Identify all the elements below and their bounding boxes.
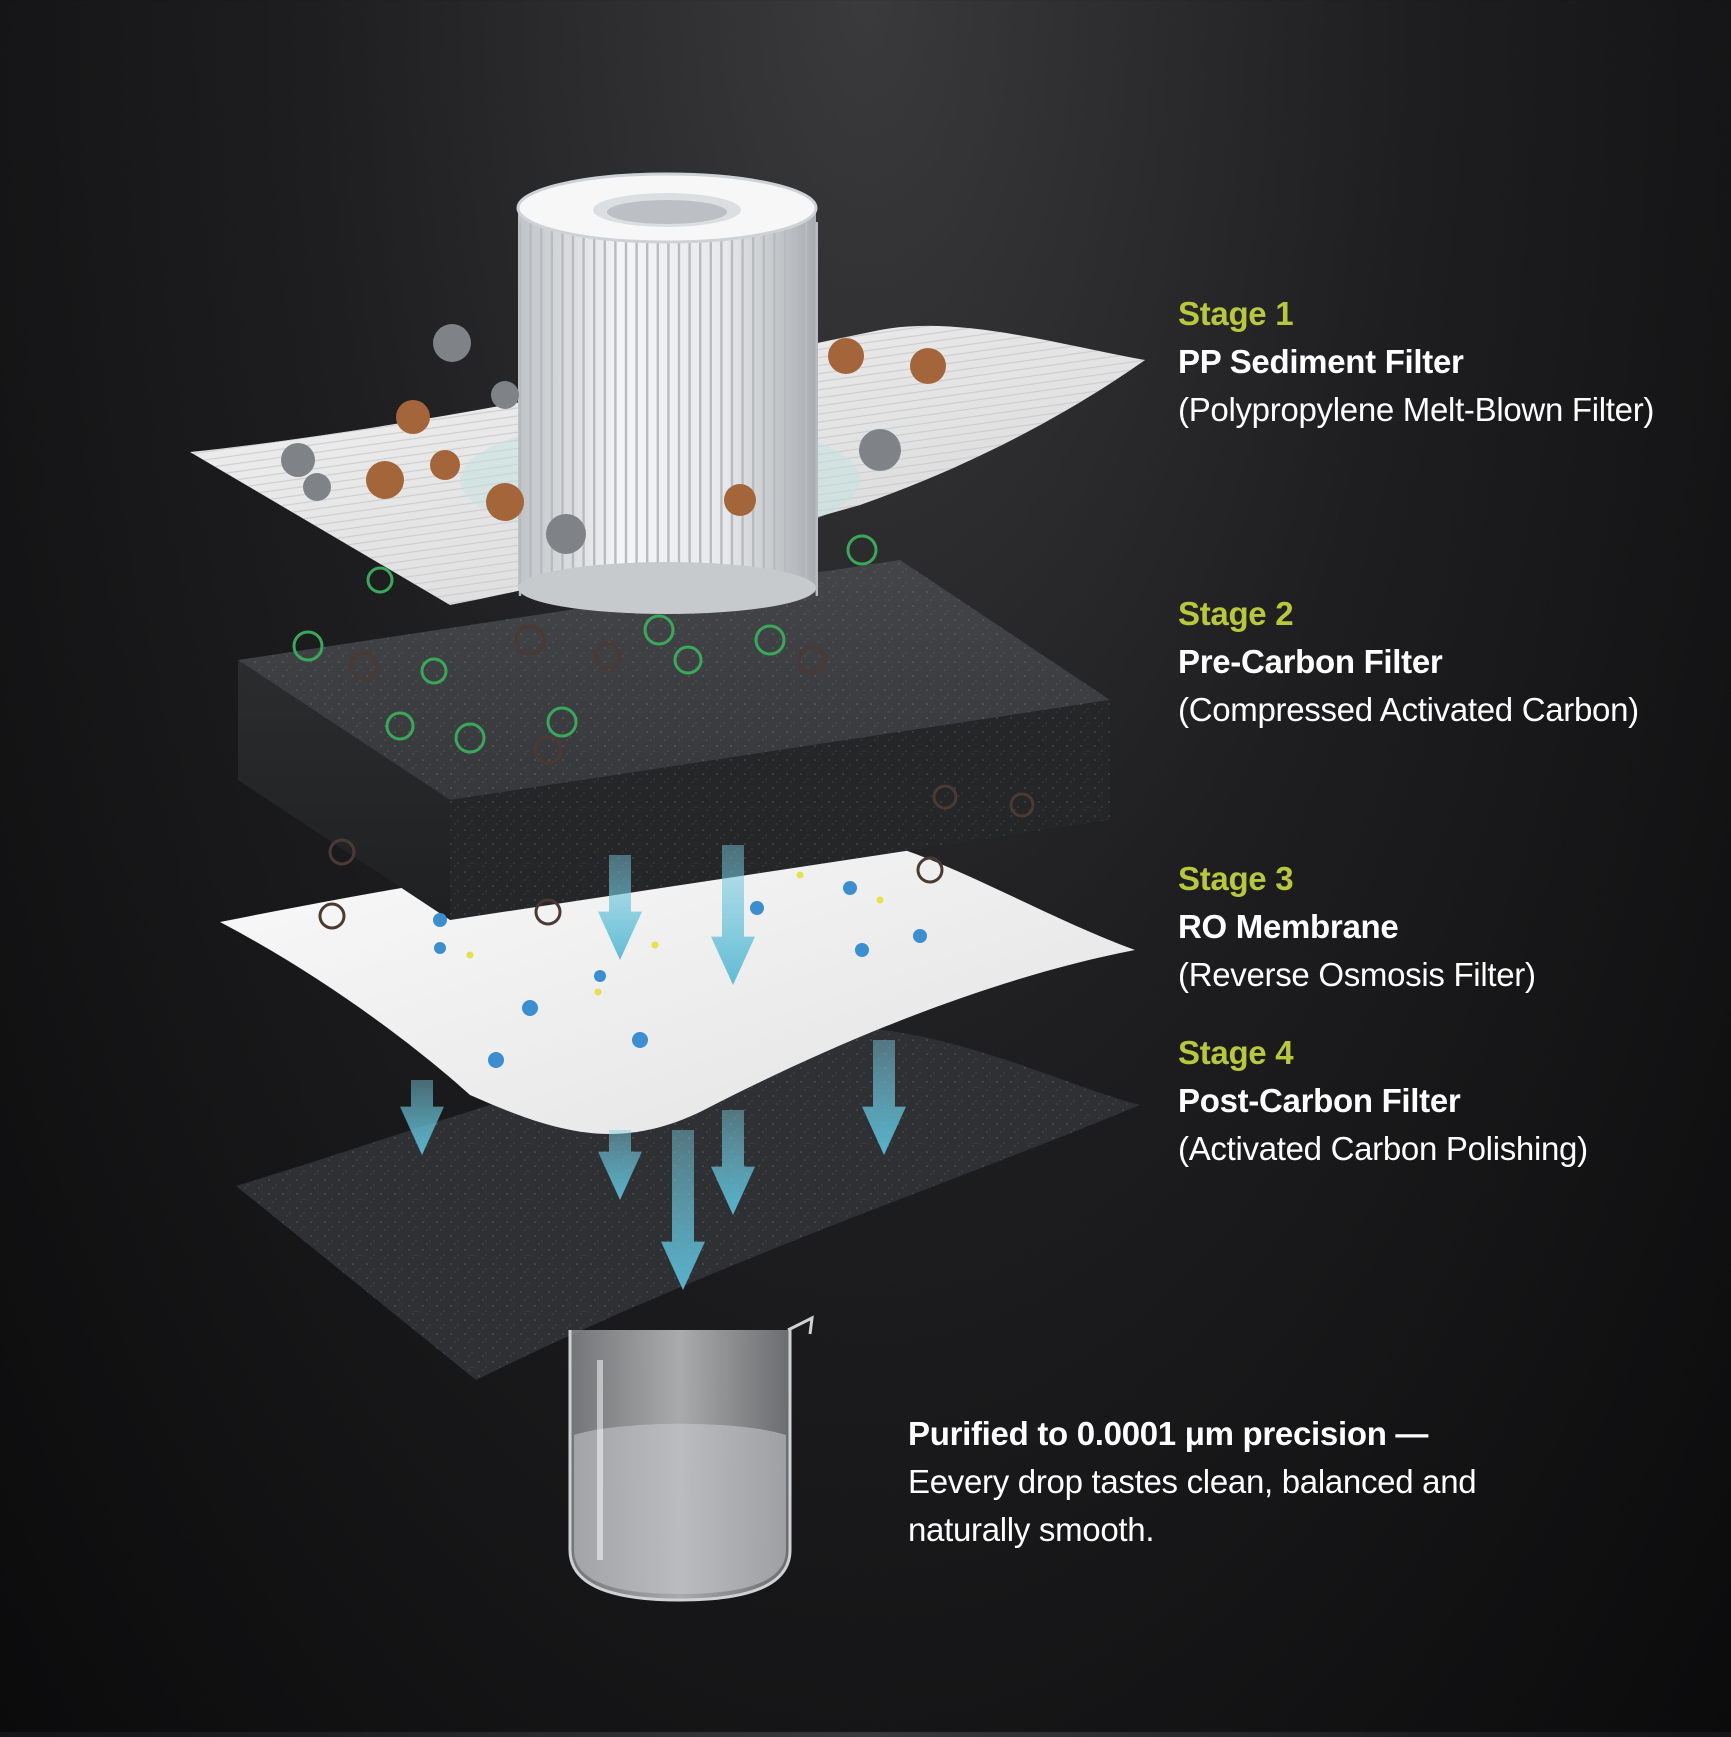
chemical-particle-icon (328, 838, 356, 866)
ion-particle-icon (876, 896, 884, 904)
organic-particle-icon (292, 630, 324, 662)
sediment-particle-icon (303, 473, 331, 501)
flow-arrow-icon (661, 1130, 705, 1290)
water-flow-arrows (400, 845, 906, 1290)
ion-particle-icon (796, 871, 804, 879)
sediment-particle-icon (724, 484, 756, 516)
chemical-particle-icon (514, 624, 546, 656)
stage-4-label: Stage 4 Post-Carbon Filter (Activated Ca… (1178, 1029, 1698, 1173)
stage-4-name: Post-Carbon Filter (1178, 1082, 1461, 1119)
stage-1-title: Stage 1 (1178, 295, 1294, 332)
sediment-particle-icon (433, 324, 471, 362)
sediment-particle-icon (281, 443, 315, 477)
chemical-particle-icon (797, 645, 827, 675)
sediment-particle-icon (859, 429, 901, 471)
ion-particle-icon (855, 943, 869, 957)
flow-arrow-icon (598, 1130, 642, 1200)
ion-particle-icon (594, 988, 602, 996)
flow-arrow-icon (711, 1110, 755, 1215)
chemical-particle-icon (318, 902, 346, 930)
ion-particle-icon (466, 951, 474, 959)
chemical-particle-icon (533, 735, 563, 765)
stage-1-label: Stage 1 PP Sediment Filter (Polypropylen… (1178, 290, 1698, 434)
chemical-particle-icon (594, 642, 622, 670)
purity-headline: Purified to 0.0001 μm precision — (908, 1415, 1429, 1452)
sediment-particle-icon (430, 450, 460, 480)
stage-3-title: Stage 3 (1178, 860, 1294, 897)
sediment-particle-icon (828, 338, 864, 374)
stage-2-name: Pre-Carbon Filter (1178, 643, 1443, 680)
purity-text: Eevery drop tastes clean, balanced and n… (908, 1463, 1477, 1548)
sediment-particle-icon (486, 483, 524, 521)
pre-carbon-block (238, 560, 1110, 920)
stage-2-title: Stage 2 (1178, 595, 1294, 632)
chemical-particle-icon (916, 856, 944, 884)
beaker-icon (568, 1315, 814, 1602)
ion-particle-icon (632, 1032, 648, 1048)
sediment-particle-icon (546, 514, 586, 554)
sediment-particle-icon (910, 348, 946, 384)
ion-particle-icon (750, 901, 764, 915)
contaminant-particles (281, 324, 1035, 1068)
stage-3-desc: (Reverse Osmosis Filter) (1178, 956, 1536, 993)
sediment-particle-icon (491, 381, 519, 409)
stage-2-desc: (Compressed Activated Carbon) (1178, 691, 1639, 728)
flow-arrow-icon (598, 855, 642, 960)
chemical-particle-icon (932, 784, 958, 810)
ion-particle-icon (433, 913, 447, 927)
stage-3-name: RO Membrane (1178, 908, 1399, 945)
organic-particle-icon (846, 534, 878, 566)
purity-statement: Purified to 0.0001 μm precision — Eevery… (908, 1410, 1668, 1554)
flow-arrow-icon (400, 1080, 444, 1155)
organic-particle-icon (546, 706, 578, 738)
ion-particle-icon (488, 1052, 504, 1068)
flow-arrow-icon (862, 1040, 906, 1155)
organic-particle-icon (643, 614, 675, 646)
ion-particle-icon (522, 1000, 538, 1016)
sediment-particle-icon (366, 461, 404, 499)
stage-2-label: Stage 2 Pre-Carbon Filter (Compressed Ac… (1178, 590, 1698, 734)
stage-4-desc: (Activated Carbon Polishing) (1178, 1130, 1588, 1167)
organic-particle-icon (420, 657, 448, 685)
ion-particle-icon (843, 881, 857, 895)
ion-particle-icon (651, 941, 659, 949)
ion-particle-icon (913, 929, 927, 943)
flow-arrow-icon (711, 845, 755, 985)
ion-particle-icon (434, 942, 446, 954)
pleated-cartridge-icon (516, 172, 818, 614)
organic-particle-icon (454, 722, 486, 754)
stage-1-desc: (Polypropylene Melt-Blown Filter) (1178, 391, 1655, 428)
organic-particle-icon (385, 711, 415, 741)
sediment-particle-icon (396, 400, 430, 434)
organic-particle-icon (754, 624, 786, 656)
stage-3-label: Stage 3 RO Membrane (Reverse Osmosis Fil… (1178, 855, 1698, 999)
organic-particle-icon (673, 645, 703, 675)
chemical-particle-icon (534, 898, 562, 926)
organic-particle-icon (366, 566, 394, 594)
chemical-particle-icon (1009, 792, 1035, 818)
chemical-particle-icon (349, 651, 379, 681)
stage-4-title: Stage 4 (1178, 1034, 1294, 1071)
ion-particle-icon (594, 970, 606, 982)
stage-1-name: PP Sediment Filter (1178, 343, 1464, 380)
